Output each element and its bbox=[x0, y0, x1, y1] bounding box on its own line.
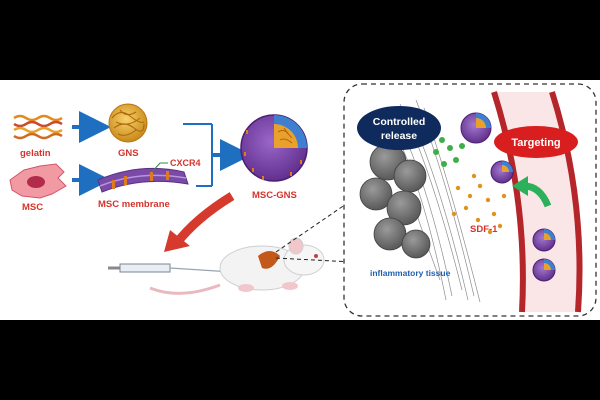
vessel-particle-1-icon bbox=[532, 228, 556, 252]
gns-sphere-icon bbox=[108, 103, 148, 143]
released-drug-dots bbox=[433, 137, 465, 167]
controlled-release-badge: Controlled release bbox=[357, 106, 441, 150]
sdf1-label: SDF-1 bbox=[470, 224, 498, 235]
vessel-particle-2-icon bbox=[532, 258, 556, 282]
msc-membrane-label: MSC membrane bbox=[98, 199, 170, 210]
sdf1-dots bbox=[451, 173, 507, 235]
inflammatory-tissue-label: inflammatory tissue bbox=[370, 268, 451, 278]
wall-msc-gns-particle-icon bbox=[490, 160, 514, 184]
gns-label: GNS bbox=[118, 148, 139, 159]
msc-gns-label: MSC-GNS bbox=[252, 190, 297, 201]
msc-gns-sphere-icon bbox=[240, 114, 308, 182]
gelatin-label: gelatin bbox=[20, 148, 51, 159]
msc-cell-icon bbox=[9, 163, 67, 199]
mouse-icon bbox=[149, 237, 325, 295]
tumor-cluster-icon bbox=[359, 143, 431, 259]
controlled-release-line2: release bbox=[381, 130, 417, 142]
controlled-release-line1: Controlled bbox=[373, 116, 426, 128]
targeting-label: Targeting bbox=[511, 137, 560, 149]
zoom-line-bottom bbox=[275, 257, 353, 263]
gelatin-fiber-icon bbox=[13, 114, 63, 140]
msc-label: MSC bbox=[22, 202, 43, 213]
cxcr4-label: CXCR4 bbox=[170, 158, 201, 168]
small-msc-gns-particle-icon bbox=[460, 112, 492, 144]
targeting-badge: Targeting bbox=[494, 126, 578, 158]
zoom-line-top bbox=[275, 199, 353, 253]
membrane-patch-icon bbox=[97, 167, 189, 193]
cxcr4-pointer bbox=[151, 162, 161, 173]
